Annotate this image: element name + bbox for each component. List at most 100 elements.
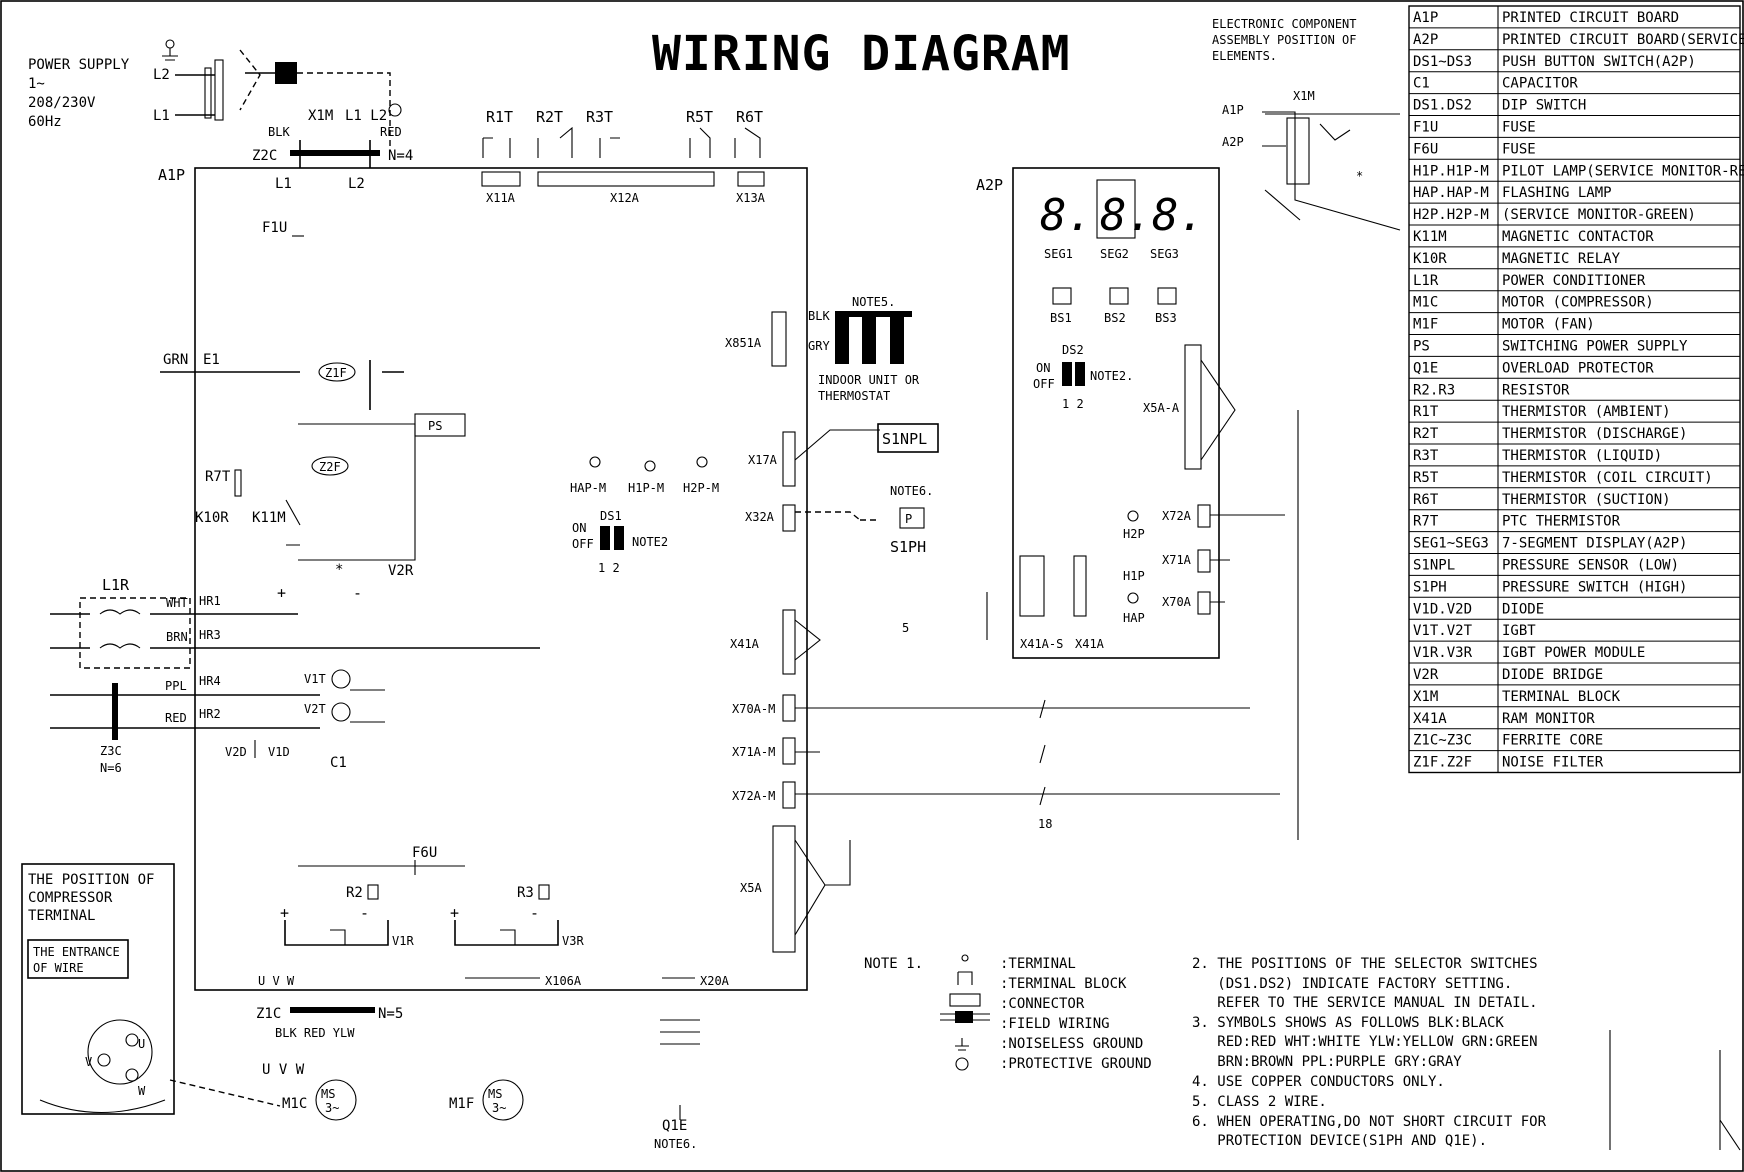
svg-text:8.: 8. [1040, 190, 1093, 241]
svg-text:*: * [335, 562, 343, 578]
svg-text:60Hz: 60Hz [28, 114, 62, 130]
svg-text:NOTE6.: NOTE6. [654, 1137, 697, 1151]
svg-text:A1P: A1P [158, 166, 185, 184]
legend-description: PUSH BUTTON SWITCH(A2P) [1502, 54, 1696, 70]
legend-code: R2.R3 [1413, 382, 1455, 398]
legend-code: Q1E [1413, 360, 1438, 376]
svg-text:-: - [353, 584, 362, 602]
svg-text:3~: 3~ [492, 1101, 506, 1115]
svg-text:REFER TO THE SERVICE MANUAL IN: REFER TO THE SERVICE MANUAL IN DETAIL. [1192, 995, 1538, 1011]
svg-text:PROTECTION DEVICE(S1PH AND Q1E: PROTECTION DEVICE(S1PH AND Q1E). [1192, 1133, 1487, 1149]
svg-text:NOTE 1.: NOTE 1. [864, 956, 923, 972]
svg-text:Z3C: Z3C [100, 744, 122, 758]
x1m-terminal-block [275, 62, 297, 84]
svg-text:SEG3: SEG3 [1150, 247, 1179, 261]
svg-text:R2: R2 [346, 885, 363, 901]
svg-text:INDOOR UNIT OR: INDOOR UNIT OR [818, 373, 920, 387]
svg-text:BS3: BS3 [1155, 311, 1177, 325]
svg-text:H1P-M: H1P-M [628, 481, 664, 495]
legend-code: PS [1413, 339, 1430, 355]
svg-text:H2P-M: H2P-M [683, 481, 719, 495]
grounding-and-filter: GRN E1 Z1F PS Z2F R7T K10R K11M V2R * [160, 352, 466, 579]
svg-text:X12A: X12A [610, 191, 640, 205]
legend-code: DS1~DS3 [1413, 54, 1472, 70]
legend-description: IGBT [1502, 623, 1536, 639]
svg-text:N=5: N=5 [378, 1006, 403, 1022]
svg-text:X41A-S: X41A-S [1020, 637, 1063, 651]
legend-code: Z1C~Z3C [1413, 733, 1472, 749]
legend-code: R3T [1413, 448, 1439, 464]
diagram-title: WIRING DIAGRAM [652, 26, 1071, 82]
svg-text:THERMOSTAT: THERMOSTAT [818, 389, 890, 403]
svg-text:2. THE POSITIONS OF THE SELECT: 2. THE POSITIONS OF THE SELECTOR SWITCHE… [1192, 956, 1538, 972]
svg-text:1~: 1~ [28, 76, 45, 92]
legend-description: MAGNETIC RELAY [1502, 251, 1621, 267]
svg-text::TERMINAL: :TERMINAL [1000, 956, 1076, 972]
svg-text:HR4: HR4 [199, 674, 221, 688]
legend-code: S1NPL [1413, 558, 1455, 574]
svg-text:L1: L1 [153, 108, 170, 124]
svg-text:K11M: K11M [252, 510, 286, 526]
power-conditioner: L1R WHT BRN PPL RED HR1 HR3 HR4 HR2 Z3C … [50, 576, 540, 775]
legend-description: OVERLOAD PROTECTOR [1502, 360, 1654, 376]
svg-text:X72A: X72A [1162, 509, 1192, 523]
svg-text:H2P: H2P [1123, 527, 1145, 541]
legend-code: C1 [1413, 76, 1430, 92]
legend-code: F1U [1413, 120, 1438, 136]
svg-text:E1: E1 [203, 352, 220, 368]
legend-description: FUSE [1502, 141, 1536, 157]
svg-text:NOTE6.: NOTE6. [890, 484, 933, 498]
svg-text:A2P: A2P [976, 176, 1003, 194]
svg-text:SEG2: SEG2 [1100, 247, 1129, 261]
legend-description: DIP SWITCH [1502, 98, 1586, 114]
svg-text:ELEMENTS.: ELEMENTS. [1212, 49, 1277, 63]
legend-code: H1P.H1P-M [1413, 163, 1489, 179]
svg-text:L2: L2 [348, 176, 365, 192]
legend-code: R7T [1413, 514, 1439, 530]
assembly-position: ELECTRONIC COMPONENT ASSEMBLY POSITION O… [1212, 17, 1401, 231]
legend-code: HAP.HAP-M [1413, 185, 1489, 201]
legend-description: SWITCHING POWER SUPPLY [1502, 339, 1688, 355]
legend-description: PRINTED CIRCUIT BOARD(SERVICE) [1502, 32, 1744, 48]
svg-text:THE ENTRANCE: THE ENTRANCE [33, 945, 120, 959]
legend-description: PRESSURE SWITCH (HIGH) [1502, 579, 1687, 595]
svg-text:V: V [85, 1055, 92, 1069]
svg-text:1 2: 1 2 [1062, 397, 1084, 411]
svg-text:-: - [530, 904, 539, 922]
svg-text:A1P: A1P [1222, 103, 1244, 117]
legend-description: (SERVICE MONITOR-GREEN) [1502, 207, 1696, 223]
svg-text:X41A: X41A [1075, 637, 1105, 651]
svg-text:4. USE COPPER CONDUCTORS ONLY.: 4. USE COPPER CONDUCTORS ONLY. [1192, 1074, 1445, 1090]
svg-text:8.: 8. [1100, 190, 1153, 241]
legend-code: F6U [1413, 141, 1438, 157]
svg-text:R5T: R5T [686, 108, 713, 126]
svg-text:M1C: M1C [282, 1096, 307, 1112]
svg-text:DS2: DS2 [1062, 343, 1084, 357]
motors: U V W MS 3~ M1C MS 3~ M1F Q1E NOTE6. [169, 1019, 700, 1151]
svg-text:F6U: F6U [412, 845, 437, 861]
svg-text:POWER SUPPLY: POWER SUPPLY [28, 57, 130, 73]
legend-code: V2R [1413, 667, 1439, 683]
svg-text:N=6: N=6 [100, 761, 122, 775]
svg-text:NOTE5.: NOTE5. [852, 295, 895, 309]
legend-code: SEG1~SEG3 [1413, 536, 1489, 552]
svg-text:PS: PS [428, 419, 442, 433]
svg-text:ON: ON [1036, 361, 1050, 375]
legend-code: R2T [1413, 426, 1439, 442]
svg-text:Z2C: Z2C [252, 148, 277, 164]
svg-text:-: - [360, 904, 369, 922]
legend-description: PRINTED CIRCUIT BOARD [1502, 10, 1679, 26]
legend-description: TERMINAL BLOCK [1502, 689, 1621, 705]
legend-code: R6T [1413, 492, 1439, 508]
svg-text:+: + [450, 904, 459, 922]
a1p-board: A1P L1 L2 F1U [158, 140, 808, 991]
svg-text:OFF: OFF [572, 537, 594, 551]
legend-code: A1P [1413, 10, 1438, 26]
svg-text:X1M: X1M [1293, 89, 1315, 103]
legend-description: FUSE [1502, 120, 1536, 136]
svg-text:Z2F: Z2F [319, 460, 341, 474]
svg-text:X32A: X32A [745, 510, 775, 524]
svg-text:S1NPL: S1NPL [882, 430, 927, 448]
